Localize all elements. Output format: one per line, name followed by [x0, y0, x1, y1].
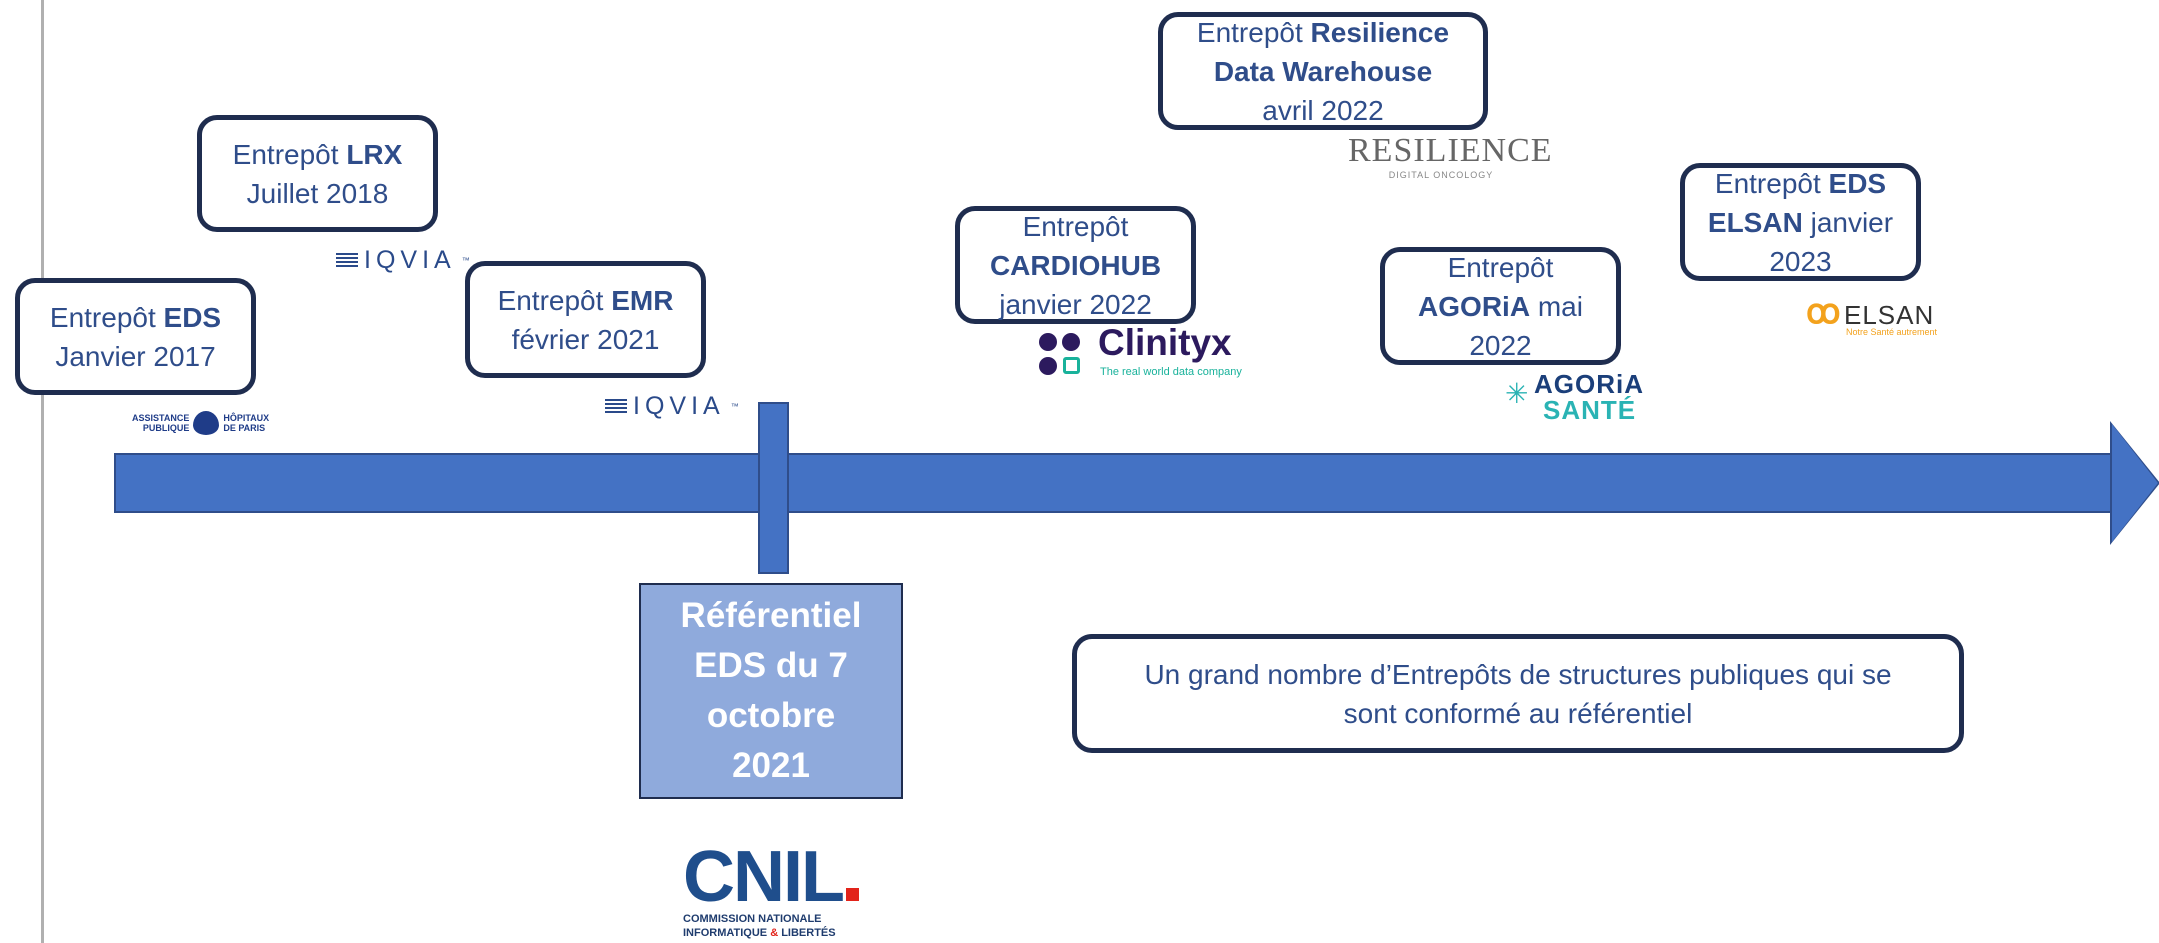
- resilience-wordmark: RESILIENCE: [1348, 132, 1553, 169]
- elsan-wordmark: ELSAN: [1844, 300, 1935, 330]
- aphp-text: DE PARIS: [223, 423, 266, 433]
- event-name: AGORiA: [1418, 290, 1531, 322]
- event-prefix: Entrepôt: [1196, 16, 1311, 48]
- event-name-cont: Data Warehouse: [1213, 55, 1433, 87]
- aphp-text: HÔPITAUX: [223, 413, 270, 423]
- clinityx-square-icon: [1063, 357, 1080, 374]
- event-resilience-2022: Entrepôt Resilience Data Warehouse avril…: [1158, 12, 1488, 130]
- event-date: 2023: [1769, 245, 1832, 277]
- cnil-wordmark: CNIL: [683, 837, 845, 917]
- referentiel-line: EDS du 7: [694, 646, 848, 685]
- event-date: février 2021: [511, 323, 660, 355]
- referentiel-line: Référentiel: [680, 596, 862, 635]
- aphp-text: ASSISTANCE: [132, 413, 190, 423]
- aphp-text: PUBLIQUE: [142, 423, 190, 433]
- event-emr-2021: Entrepôt EMR février 2021: [465, 261, 706, 378]
- event-date: 2022: [1469, 329, 1532, 361]
- event-date-part: janvier: [1802, 206, 1894, 238]
- event-date-part: mai: [1530, 290, 1583, 322]
- cnil-tagline: COMMISSION NATIONALE: [683, 913, 822, 925]
- timeline-arrow-body: [114, 453, 2114, 513]
- event-name: LRX: [346, 138, 403, 170]
- iqvia-logo: IQVIA ™: [336, 246, 470, 275]
- clinityx-logo: Clinityx The real world data company: [1036, 322, 1251, 386]
- agoria-logo: ✳ AGORiA SANTÉ: [1505, 369, 1655, 425]
- referentiel-box: Référentiel EDS du 7 octobre 2021: [639, 583, 903, 799]
- event-prefix: Entrepôt: [497, 284, 612, 316]
- timeline-arrow-head-fill: [2112, 424, 2158, 542]
- event-prefix: Entrepôt: [1022, 210, 1129, 242]
- resilience-tagline: DIGITAL ONCOLOGY: [1388, 170, 1494, 180]
- event-name: Resilience: [1310, 16, 1450, 48]
- event-eds-2017: Entrepôt EDS Janvier 2017: [15, 278, 256, 395]
- agoria-wordmark: AGORiA: [1534, 369, 1644, 399]
- referentiel-line: octobre: [706, 696, 836, 735]
- clinityx-dot-icon: [1062, 333, 1080, 351]
- referentiel-line: 2021: [732, 746, 810, 785]
- clinityx-dot-icon: [1039, 357, 1057, 375]
- note-box: Un grand nombre d’Entrepôts de structure…: [1072, 634, 1964, 753]
- iqvia-tm: ™: [461, 256, 470, 265]
- event-name-cont: ELSAN: [1707, 206, 1803, 238]
- cnil-dot-icon: [845, 888, 859, 901]
- event-name: EDS: [1828, 167, 1887, 199]
- event-date: Juillet 2018: [246, 177, 389, 209]
- agoria-wordmark-2: SANTÉ: [1543, 395, 1637, 425]
- iqvia-bars-icon: [605, 399, 627, 414]
- resilience-logo: RESILIENCE DIGITAL ONCOLOGY: [1348, 132, 1553, 180]
- event-name: EMR: [611, 284, 674, 316]
- event-lrx-2018: Entrepôt LRX Juillet 2018: [197, 115, 438, 232]
- aphp-logo: ASSISTANCE PUBLIQUE HÔPITAUX DE PARIS: [132, 411, 269, 435]
- event-name: EDS: [163, 301, 222, 333]
- cnil-ampersand: &: [770, 927, 779, 939]
- iqvia-wordmark: IQVIA: [364, 246, 456, 274]
- event-prefix: Entrepôt: [1714, 167, 1829, 199]
- event-prefix: Entrepôt: [1447, 251, 1554, 283]
- event-date: janvier 2022: [999, 288, 1152, 320]
- event-cardiohub-2022: Entrepôt CARDIOHUB janvier 2022: [955, 206, 1196, 324]
- elsan-tagline: Notre Santé autrement: [1846, 327, 1938, 337]
- elsan-logo: ꝏ ELSAN Notre Santé autrement: [1806, 293, 1966, 338]
- elsan-mark-icon: ꝏ: [1806, 293, 1841, 331]
- cnil-tagline: INFORMATIQUE: [683, 927, 771, 939]
- iqvia-logo: IQVIA ™: [605, 392, 739, 421]
- iqvia-wordmark: IQVIA: [633, 392, 725, 420]
- clinityx-wordmark: Clinityx: [1098, 322, 1232, 363]
- left-margin-line: [41, 0, 44, 943]
- event-agoria-2022: Entrepôt AGORiA mai 2022: [1380, 247, 1621, 365]
- iqvia-bars-icon: [336, 253, 358, 268]
- clinityx-tagline: The real world data company: [1100, 366, 1242, 378]
- event-date: Janvier 2017: [55, 340, 216, 372]
- event-prefix: Entrepôt: [49, 301, 164, 333]
- cnil-tagline: LIBERTÉS: [778, 927, 836, 939]
- referentiel-marker: [758, 402, 789, 574]
- event-elsan-2023: Entrepôt EDS ELSAN janvier 2023: [1680, 163, 1921, 281]
- iqvia-tm: ™: [730, 402, 739, 411]
- clinityx-dot-icon: [1039, 333, 1057, 351]
- event-name: CARDIOHUB: [989, 249, 1162, 281]
- cnil-logo: CNIL COMMISSION NATIONALE INFORMATIQUE &…: [683, 841, 883, 940]
- aphp-heart-icon: [193, 411, 220, 435]
- event-prefix: Entrepôt: [232, 138, 347, 170]
- agoria-spark-icon: ✳: [1505, 378, 1529, 409]
- event-date: avril 2022: [1262, 94, 1384, 126]
- note-text: Un grand nombre d’Entrepôts de structure…: [1144, 658, 1892, 729]
